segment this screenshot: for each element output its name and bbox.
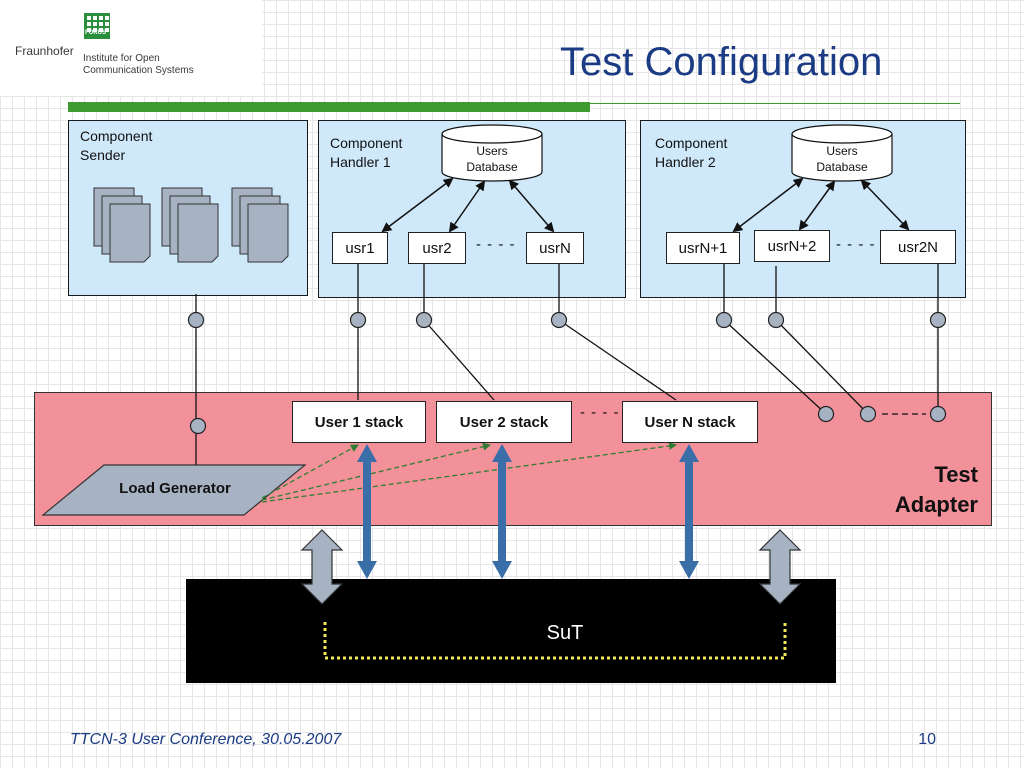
users-database-icon-2 (791, 124, 893, 182)
usrn-plus-1-box: usrN+1 (666, 232, 740, 264)
document-stack-icon-3 (231, 187, 289, 263)
document-stack-icon-1 (93, 187, 151, 263)
db-user-arrows (381, 177, 910, 233)
footer-conference: TTCN-3 User Conference, 30.05.2007 (70, 731, 342, 748)
fokus-logo-icon (84, 13, 110, 39)
institute-line-1: Institute for Open (83, 53, 160, 64)
sut-label: SuT (546, 622, 584, 644)
footer-page-number: 10 (918, 731, 936, 748)
component-sender-label: Component Sender (80, 128, 153, 163)
sut-box (186, 579, 836, 683)
users-database-2-label: Users Database (816, 144, 868, 174)
usrn-plus-2-box: usrN+2 (754, 230, 830, 262)
logo-text: FOKUS (85, 30, 106, 36)
user-n-stack: User N stack (622, 401, 758, 443)
component-handler-2-label: Component Handler 2 (655, 135, 728, 170)
title-underline-bar (68, 102, 590, 112)
test-adapter-label: Test Adapter (894, 462, 978, 517)
user-1-stack: User 1 stack (292, 401, 426, 443)
handler-1-separator: - - - - (476, 236, 516, 253)
users-database-1-label: Users Database (466, 144, 518, 174)
component-handler-1-label: Component Handler 1 (330, 135, 403, 170)
usr2-box: usr2 (408, 232, 466, 264)
load-generator-shape (41, 464, 307, 516)
sut-inner-bracket (323, 622, 787, 660)
usrn-box: usrN (526, 232, 584, 264)
load-generator-label: Load Generator (119, 480, 231, 497)
document-stack-icon-2 (161, 187, 219, 263)
user-2-stack: User 2 stack (436, 401, 572, 443)
handler-2-separator: - - - - (836, 236, 876, 253)
brand-name: Fraunhofer (15, 44, 74, 58)
usr2n-box: usr2N (880, 230, 956, 264)
port-circles (187, 311, 947, 435)
title-underline-line (590, 103, 960, 104)
institute-name: Institute for Open Communication Systems (83, 53, 194, 77)
usr1-box: usr1 (332, 232, 388, 264)
slide-title: Test Configuration (560, 40, 883, 84)
header-logo-area (0, 0, 262, 96)
institute-line-2: Communication Systems (83, 65, 194, 76)
stack-separator: - - - - (580, 404, 620, 421)
users-database-icon-1 (441, 124, 543, 182)
load-generator-arrows (261, 441, 677, 503)
